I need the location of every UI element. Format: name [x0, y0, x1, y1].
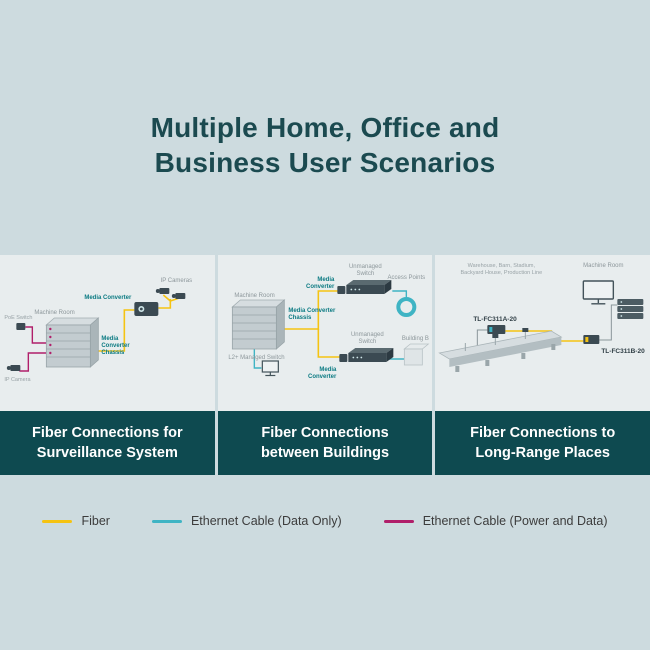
legend-label-ethernet-data: Ethernet Cable (Data Only): [190, 514, 342, 528]
panel-caption-buildings: Fiber Connections between Buildings: [217, 411, 433, 475]
media-converter-chassis-label: Media Converter: [288, 308, 336, 314]
surveillance-diagram: Machine Room IP Cameras Media Converter …: [4, 278, 193, 383]
title-line-1: Multiple Home, Office and: [150, 112, 500, 143]
media-converter-b-icon: [583, 335, 600, 344]
desktop-monitor-icon: [261, 360, 279, 377]
device-connectors: [477, 304, 618, 347]
caption-line: Surveillance System: [36, 445, 178, 461]
media-converter-chassis-label: Media: [101, 336, 119, 342]
device-a-label: TL-FC311A-20: [474, 316, 518, 323]
ip-camera-bottom-label: IP Camera: [4, 377, 31, 383]
media-converter-chassis-label: Chassis: [101, 350, 125, 356]
unmanaged-switch-top-label: Switch: [356, 271, 374, 277]
page-title: Multiple Home, Office and Business User …: [0, 110, 650, 180]
media-converter-mid-label: Converter: [308, 374, 337, 380]
l2-managed-switch-label: L2+ Managed Switch: [228, 355, 284, 361]
long-range-illustration: Warehouse, Barn, Stadium, Backyard House…: [435, 255, 650, 411]
ip-cameras-icons: [155, 288, 186, 299]
unmanaged-switch-mid-label: Switch: [358, 339, 376, 345]
legend-item-ethernet-data: Ethernet Cable (Data Only): [151, 514, 342, 528]
fiber-line-swatch: [42, 519, 73, 523]
machine-room-label: Machine Room: [234, 293, 274, 299]
unmanaged-switch-mid-icon: [348, 348, 394, 362]
server-rack: [230, 299, 286, 350]
panel-caption-surveillance: Fiber Connections for Surveillance Syste…: [0, 411, 215, 475]
panel-between-buildings: Machine Room Media Converter Chassis L2+…: [217, 255, 433, 475]
ethernet-power-data-line-swatch: [383, 519, 414, 523]
legend-label-fiber: Fiber: [81, 514, 110, 528]
legend-label-ethernet-power-data: Ethernet Cable (Power and Data): [422, 514, 608, 528]
caption-line: Fiber Connections: [261, 425, 389, 441]
device-b-label: TL-FC311B-20: [602, 348, 646, 355]
media-converter-chassis-label: Converter: [101, 343, 130, 349]
media-converter-label: Media Converter: [84, 295, 132, 301]
panel-surveillance: Machine Room IP Cameras Media Converter …: [0, 255, 215, 475]
server-rack: [45, 317, 100, 368]
machine-room-label: Machine Room: [34, 310, 74, 316]
fiber-cables: [276, 290, 341, 358]
unmanaged-switch-top-icon: [346, 280, 392, 294]
caption-line: Long-Range Places: [475, 445, 610, 461]
buildings-illustration: Machine Room Media Converter Chassis L2+…: [217, 255, 433, 411]
caption-line: Fiber Connections to: [470, 425, 616, 441]
poe-switch-icon: [16, 323, 26, 330]
long-range-diagram: Warehouse, Barn, Stadium, Backyard House…: [438, 263, 646, 372]
poe-switch-label: PoE Switch: [4, 315, 32, 321]
buildings-diagram: Machine Room Media Converter Chassis L2+…: [228, 264, 430, 380]
media-converter-device: [134, 302, 159, 316]
caption-line: between Buildings: [260, 445, 390, 461]
panel-caption-long-range: Fiber Connections to Long-Range Places: [435, 411, 650, 475]
media-converter-a-icon: [487, 325, 506, 334]
machine-room-label: Machine Room: [584, 263, 624, 269]
unmanaged-switch-mid-label: Unmanaged: [351, 332, 384, 338]
unmanaged-switch-top-label: Unmanaged: [349, 264, 382, 270]
legend: Fiber Ethernet Cable (Data Only) Etherne…: [0, 514, 650, 528]
panel-long-range: Warehouse, Barn, Stadium, Backyard House…: [435, 255, 650, 475]
building-b-label: Building B: [401, 336, 428, 342]
legend-item-ethernet-power-data: Ethernet Cable (Power and Data): [383, 514, 608, 528]
legend-item-fiber: Fiber: [42, 514, 110, 528]
media-converter-mid-icon: [339, 354, 348, 362]
desktop-monitor-icon: [582, 280, 615, 305]
media-converter-top-label: Media: [317, 277, 335, 283]
power-data-cables: [19, 326, 47, 372]
media-converter-chassis-label: Chassis: [288, 315, 312, 321]
building-b-icon: [402, 343, 430, 366]
media-converter-mid-label: Media: [319, 367, 337, 373]
access-points-label: Access Points: [387, 275, 425, 281]
surveillance-illustration: Machine Room IP Cameras Media Converter …: [0, 255, 215, 411]
ip-camera-bottom-icon: [6, 365, 21, 371]
media-converter-top-label: Converter: [306, 284, 335, 290]
caption-line: Fiber Connections for: [32, 425, 183, 441]
sites-label: Backyard House, Production Line: [461, 270, 543, 276]
ip-cameras-label: IP Cameras: [161, 278, 193, 284]
sites-label: Warehouse, Barn, Stadium,: [468, 263, 536, 269]
access-point-icon: [396, 297, 417, 317]
media-converter-top-icon: [337, 286, 346, 294]
scenario-panels: Machine Room IP Cameras Media Converter …: [0, 255, 650, 475]
title-line-2: Business User Scenarios: [154, 147, 496, 178]
production-line-structure: [438, 328, 563, 372]
ethernet-data-line-swatch: [151, 519, 182, 523]
server-stack-icon: [617, 299, 644, 319]
